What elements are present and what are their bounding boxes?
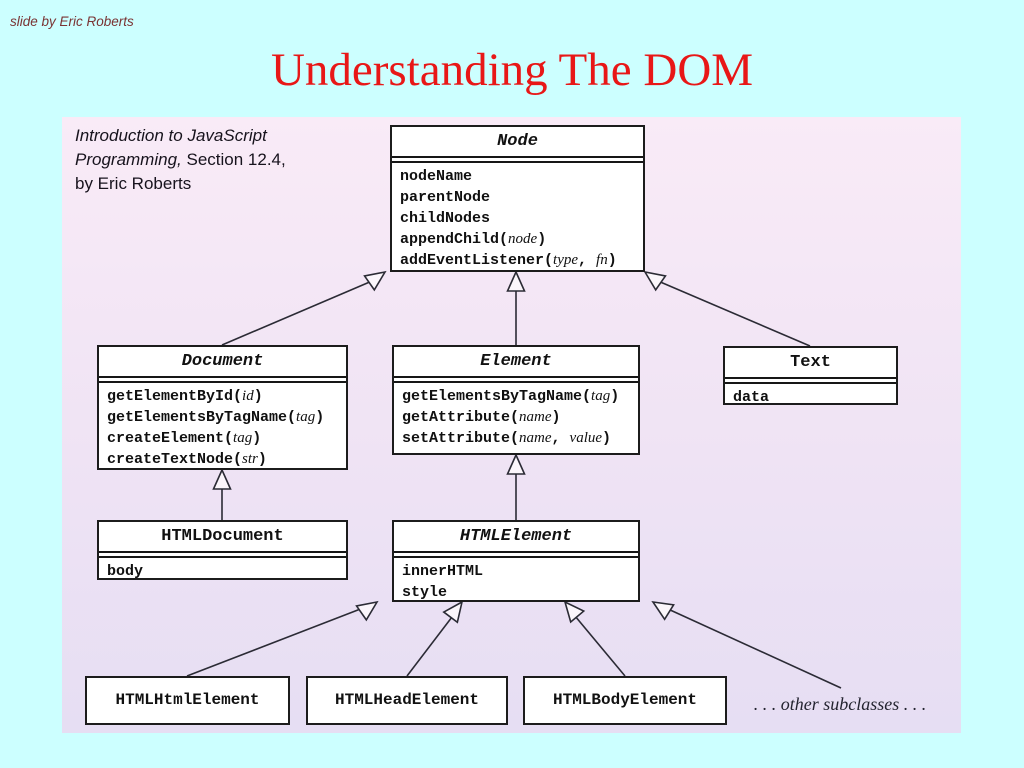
inheritance-arrowhead	[442, 600, 464, 624]
class-box-htmlelement: HTMLElement innerHTML style	[392, 520, 640, 602]
class-title-htmldocument: HTMLDocument	[161, 527, 284, 546]
class-member: addEventListener(type, fn)	[400, 252, 617, 269]
inheritance-arrowhead	[651, 600, 675, 621]
header-separator	[394, 551, 638, 558]
class-title-element: Element	[480, 352, 552, 371]
class-box-htmlbodyelement: HTMLBodyElement	[523, 676, 727, 725]
intro-reference-text: Introduction to JavaScript Programming, …	[75, 124, 286, 196]
inheritance-line-text-node	[657, 280, 811, 347]
inheritance-arrowhead	[643, 270, 667, 292]
class-box-htmldocument: HTMLDocument body	[97, 520, 348, 580]
class-member: nodeName	[400, 168, 473, 185]
class-members-document: getElementById(id) getElementsByTagName(t…	[99, 383, 346, 470]
class-title-htmlbodyelement: HTMLBodyElement	[552, 691, 698, 709]
class-member: childNodes	[400, 210, 491, 227]
inheritance-arrowhead	[363, 270, 387, 292]
inheritance-connectors	[186, 270, 842, 689]
slide-credit: slide by Eric Roberts	[10, 14, 134, 29]
inheritance-arrowhead	[355, 600, 379, 622]
class-members-htmldocument: body	[99, 558, 346, 582]
class-box-text: Text data	[723, 346, 898, 408]
inheritance-line-htmlhead-htmlelement	[406, 616, 453, 677]
class-title-htmlheadelement: HTMLHeadElement	[334, 691, 480, 709]
class-box-element: Element getElementsByTagName(tag) getAttr…	[392, 345, 640, 455]
other-subclasses-label: . . . other subclasses . . .	[753, 694, 927, 714]
class-member: data	[733, 389, 770, 406]
class-member: getElementsByTagName(tag)	[402, 388, 620, 405]
dom-hierarchy-diagram: Introduction to JavaScript Programming, …	[62, 117, 961, 733]
class-box-htmlhtmlelement: HTMLHtmlElement	[85, 676, 290, 725]
class-members-text: data	[725, 384, 896, 408]
header-separator	[725, 377, 896, 384]
class-member: appendChild(node)	[400, 231, 547, 248]
header-separator	[99, 551, 346, 558]
inheritance-line-htmlhtml-htmlelement	[186, 607, 364, 677]
intro-line: Programming, Section 12.4,	[75, 150, 286, 169]
class-member: createElement(tag)	[107, 430, 262, 447]
class-members-element: getElementsByTagName(tag) getAttribute(na…	[394, 383, 638, 449]
class-member: getAttribute(name)	[402, 409, 561, 426]
inheritance-line-htmlbody-htmlelement	[574, 615, 626, 677]
inheritance-arrowhead	[506, 453, 526, 475]
class-member: createTextNode(str)	[107, 451, 267, 468]
class-box-document: Document getElementById(id) getElementsBy…	[97, 345, 348, 470]
inheritance-arrowhead	[563, 600, 586, 624]
inheritance-arrowhead	[506, 270, 526, 292]
intro-line: Introduction to JavaScript	[75, 126, 267, 145]
class-member: getElementsByTagName(tag)	[107, 409, 325, 426]
class-title-htmlelement: HTMLElement	[459, 527, 573, 546]
header-separator	[394, 376, 638, 383]
class-member: setAttribute(name, value)	[402, 430, 612, 447]
class-title-node: Node	[497, 132, 538, 151]
header-separator	[392, 156, 643, 163]
page-title: Understanding The DOM	[270, 44, 754, 96]
class-member: style	[402, 584, 448, 601]
inheritance-line-others-htmlelement	[667, 608, 842, 689]
class-title-text: Text	[790, 353, 831, 372]
intro-line: by Eric Roberts	[75, 174, 192, 193]
class-member: innerHTML	[402, 563, 484, 580]
header-separator	[99, 376, 346, 383]
class-title-htmlhtmlelement: HTMLHtmlElement	[115, 691, 260, 709]
class-box-htmlheadelement: HTMLHeadElement	[306, 676, 508, 725]
class-members-node: nodeName parentNode childNodes appendChild(…	[392, 163, 643, 271]
class-title-document: Document	[181, 352, 264, 371]
inheritance-line-document-node	[221, 280, 373, 346]
inheritance-arrowhead	[212, 468, 232, 490]
class-members-htmlelement: innerHTML style	[394, 558, 638, 603]
class-member: parentNode	[400, 189, 491, 206]
class-box-node: Node nodeName parentNode childNodes appendC…	[390, 125, 645, 272]
class-member: body	[107, 563, 144, 580]
class-member: getElementById(id)	[107, 388, 263, 405]
